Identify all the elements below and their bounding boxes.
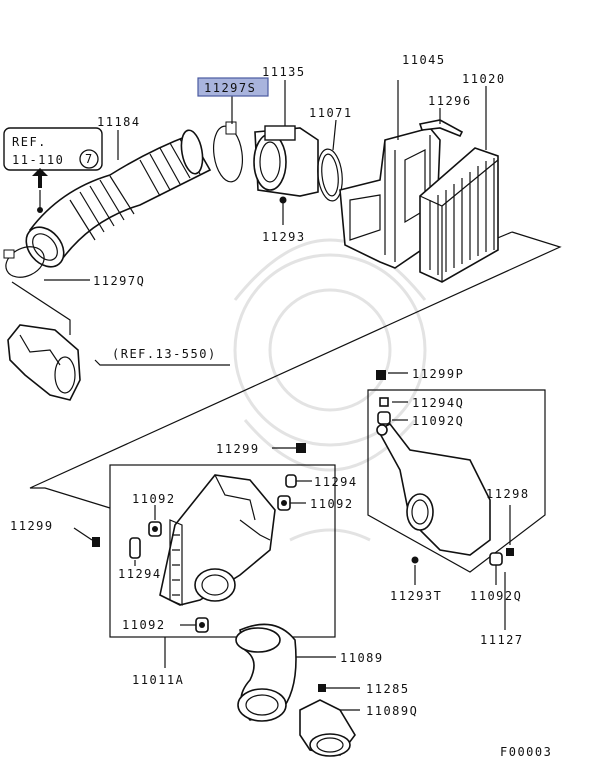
label-11089[interactable]: 11089 <box>340 651 384 665</box>
lower-small-parts <box>92 443 306 633</box>
part-11071-gasket <box>317 148 343 202</box>
part-11127-resonator <box>367 370 546 573</box>
label-11184[interactable]: 11184 <box>97 115 141 129</box>
label-11294q[interactable]: 11294Q <box>412 396 464 410</box>
highlighted-part-11297s[interactable]: 11297S <box>197 77 269 97</box>
label-11089q[interactable]: 11089Q <box>366 704 418 718</box>
label-11011a[interactable]: 11011A <box>132 673 184 687</box>
label-11092-left[interactable]: 11092 <box>132 492 176 506</box>
label-11293[interactable]: 11293 <box>262 230 306 244</box>
label-11092q-bottom[interactable]: 11092Q <box>470 589 522 603</box>
part-11297s-clamp <box>212 121 244 183</box>
ref-label-line2: 11-110 <box>12 153 64 167</box>
part-11089q-duct <box>299 684 356 757</box>
label-11297q[interactable]: 11297Q <box>93 274 145 288</box>
label-11135[interactable]: 11135 <box>262 65 306 79</box>
label-11020[interactable]: 11020 <box>462 72 506 86</box>
label-11296[interactable]: 11296 <box>428 94 472 108</box>
part-11184-hose <box>25 129 212 268</box>
up-arrow-icon <box>32 168 48 188</box>
ref-11-110-box: REF. 11-110 7 <box>3 127 103 188</box>
figure-code: F00003 <box>500 745 552 759</box>
label-11299p[interactable]: 11299P <box>412 367 464 381</box>
leader-lines <box>11 80 511 711</box>
ref-circled-number: 7 <box>85 152 94 166</box>
label-11293t[interactable]: 11293T <box>390 589 442 603</box>
label-11045[interactable]: 11045 <box>402 53 446 67</box>
part-11020-air-filter <box>419 147 499 283</box>
label-11071[interactable]: 11071 <box>309 106 353 120</box>
part-11089-duct <box>235 623 297 722</box>
label-11092-bottom[interactable]: 11092 <box>122 618 166 632</box>
label-11298[interactable]: 11298 <box>486 487 530 501</box>
part-ref-13-550-throttle <box>7 324 81 401</box>
label-11092q-top[interactable]: 11092Q <box>412 414 464 428</box>
label-11285[interactable]: 11285 <box>366 682 410 696</box>
label-ref-13-550[interactable]: (REF.13-550) <box>112 347 217 361</box>
label-11294-right[interactable]: 11294 <box>314 475 358 489</box>
part-11011a-lower-case <box>109 464 336 638</box>
label-11294-left[interactable]: 11294 <box>118 567 162 581</box>
part-11135-airflow-sensor <box>253 125 319 197</box>
label-11297s: 11297S <box>204 81 256 95</box>
label-11299-mid[interactable]: 11299 <box>216 442 260 456</box>
part-11293-bolt <box>279 196 287 204</box>
label-11127[interactable]: 11127 <box>480 633 524 647</box>
label-11299-left[interactable]: 11299 <box>10 519 54 533</box>
part-labels: 11135 11045 11020 11184 11071 11296 1129… <box>10 53 552 759</box>
part-11297q-clamp <box>3 246 45 278</box>
ref-label-line1: REF. <box>12 135 47 149</box>
label-11092-right[interactable]: 11092 <box>310 497 354 511</box>
